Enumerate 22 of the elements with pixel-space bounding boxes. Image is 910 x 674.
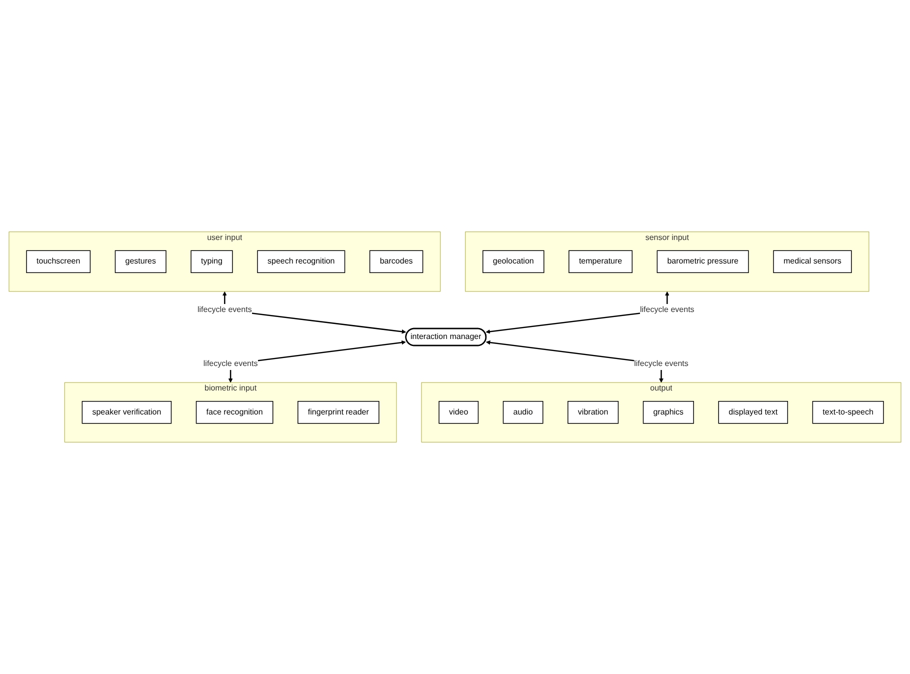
- node-box: temperature: [568, 250, 633, 274]
- edge-label: lifecycle events: [634, 360, 688, 368]
- node-box: medical sensors: [773, 250, 852, 274]
- node-box: text-to-speech: [812, 400, 884, 424]
- node-box: speech recognition: [257, 250, 346, 274]
- edge-label: lifecycle events: [640, 305, 694, 314]
- edge-label: lifecycle events: [203, 360, 258, 368]
- node-box: typing: [190, 250, 233, 274]
- node-box: audio: [502, 400, 544, 424]
- node-box: gestures: [114, 250, 166, 274]
- node-box: graphics: [642, 400, 694, 424]
- node-box: video: [438, 400, 479, 424]
- node-box: geolocation: [482, 250, 544, 274]
- node-box: barcodes: [369, 250, 424, 274]
- node-box: barometric pressure: [656, 250, 749, 274]
- node-box: face recognition: [196, 400, 274, 424]
- node-box: fingerprint reader: [298, 400, 380, 424]
- node-box: vibration: [568, 400, 619, 424]
- edge-label: lifecycle events: [198, 305, 252, 314]
- node-box: displayed text: [718, 400, 788, 424]
- node-box: speaker verification: [82, 400, 172, 424]
- node-box: touchscreen: [26, 250, 91, 274]
